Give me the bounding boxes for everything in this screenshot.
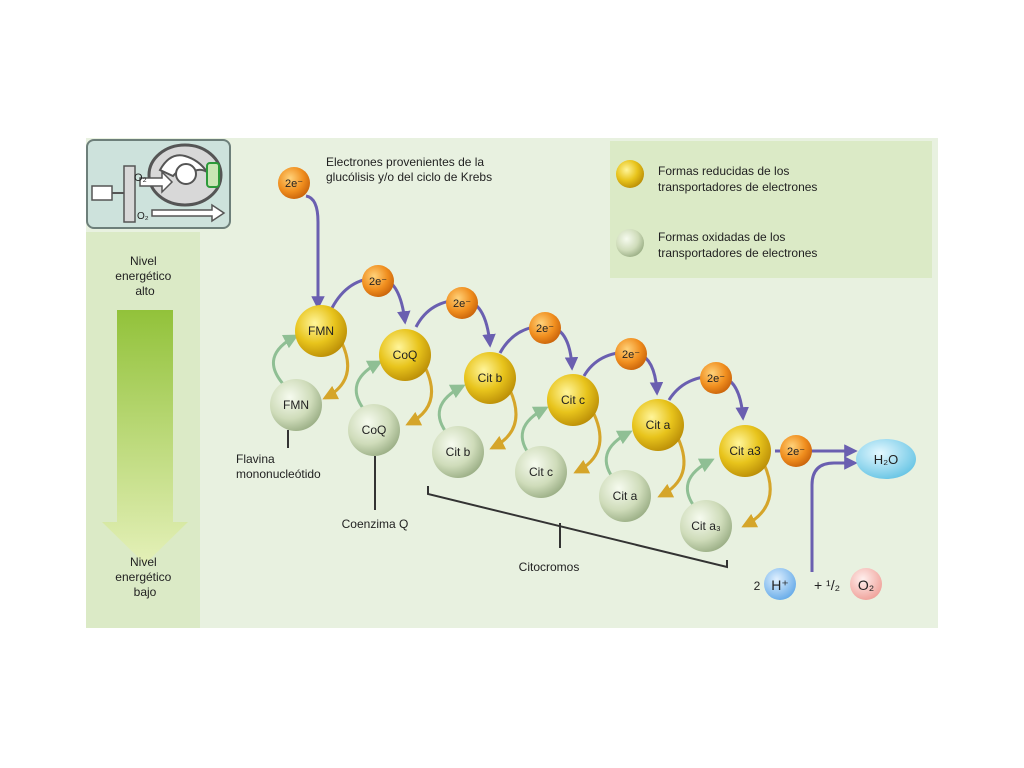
- reduced-label-citb: Cit b: [478, 371, 503, 385]
- electron-label-final: 2e⁻: [787, 446, 805, 458]
- electron-label-2: 2e⁻: [453, 298, 471, 310]
- redox-cycle-arrows: [272, 334, 772, 528]
- electron-label-1: 2e⁻: [369, 276, 387, 288]
- oxidized-carrier-coq: [348, 404, 400, 456]
- oxidize-arrow-cita: [657, 437, 686, 498]
- electron-badge-final: [780, 435, 812, 467]
- reduced-carrier-cita: [632, 399, 684, 451]
- reduced-label-cita3: Cit a3: [729, 444, 761, 458]
- energy-high-label: Nivel energético alto: [115, 254, 174, 298]
- reduce-arrow-coq: [354, 360, 383, 413]
- oxidize-arrow-citb: [489, 389, 518, 450]
- oxidized-carrier-cita3: [680, 500, 732, 552]
- oxidize-arrow-coq: [405, 366, 434, 426]
- oxidized-label-citc: Cit c: [529, 465, 553, 479]
- electron-badges: [278, 167, 812, 467]
- oxidized-carriers: [270, 379, 732, 552]
- oxidized-label-coq: CoQ: [362, 423, 387, 437]
- oxidized-label-cita: Cit a: [613, 489, 638, 503]
- oxidized-label-fmn: FMN: [283, 398, 309, 412]
- reduced-label-cita: Cit a: [646, 418, 671, 432]
- reduced-carriers: [295, 305, 771, 477]
- electron-badge-3: [529, 312, 561, 344]
- oxidized-label-citb: Cit b: [446, 445, 471, 459]
- proton-label: H⁺: [771, 577, 789, 593]
- water-product: [856, 439, 916, 479]
- intro-text: Electrones provenientes de la glucólisis…: [326, 155, 492, 184]
- callout-lines: [287, 430, 728, 569]
- electron-badge-4: [615, 338, 647, 370]
- electron-badge-initial: [278, 167, 310, 199]
- oxidize-arrow-fmn: [322, 340, 350, 400]
- electron-badge-1: [362, 265, 394, 297]
- reduced-carrier-cita3: [719, 425, 771, 477]
- electron-badge-2: [446, 287, 478, 319]
- legend-oxidized-label: Formas oxidadas de los transportadores d…: [658, 230, 817, 260]
- reduced-label-fmn: FMN: [308, 324, 334, 338]
- reduced-carrier-fmn: [295, 305, 347, 357]
- reduced-label-citc: Cit c: [561, 393, 585, 407]
- coq-callout: Coenzima Q: [342, 517, 409, 531]
- legend-oxidized-swatch: [616, 229, 644, 257]
- cytochromes-callout: Citocromos: [519, 560, 580, 574]
- legend-reduced-label: Formas reducidas de los transportadores …: [658, 164, 817, 194]
- oxygen-badge: [850, 568, 882, 600]
- proton-coefficient: 2: [754, 579, 761, 593]
- electron-badge-labels: 2e⁻ 2e⁻ 2e⁻ 2e⁻ 2e⁻ 2e⁻ 2e⁻: [285, 178, 805, 458]
- electron-badge-5: [700, 362, 732, 394]
- water-label: H₂O: [874, 452, 899, 467]
- electron-label-5: 2e⁻: [707, 373, 725, 385]
- substrate-arrow-to-water: [810, 456, 858, 572]
- energy-low-label: Nivel energético bajo: [115, 555, 174, 599]
- electron-label-3: 2e⁻: [536, 323, 554, 335]
- oxidize-arrow-citc: [573, 413, 602, 474]
- oxidized-label-cita3: Cit a₃: [691, 519, 721, 533]
- reduced-carrier-citb: [464, 352, 516, 404]
- oxidized-carrier-cita: [599, 470, 651, 522]
- mitochondrion-thumbnail: O₂ O₂: [86, 139, 231, 229]
- legend-reduced-swatch: [616, 160, 644, 188]
- legend-box: [610, 141, 932, 278]
- electron-label-initial: 2e⁻: [285, 178, 303, 190]
- half-coefficient: + ¹/₂: [814, 577, 840, 593]
- oxidized-carrier-citb: [432, 426, 484, 478]
- reduced-labels: FMN CoQ Cit b Cit c Cit a Cit a3: [308, 324, 761, 458]
- thumbnail-o2-label: O₂: [134, 172, 147, 184]
- oxidized-carrier-fmn: [270, 379, 322, 431]
- oxidized-carrier-citc: [515, 446, 567, 498]
- reduced-carrier-citc: [547, 374, 599, 426]
- initial-electron-arrow: [305, 194, 325, 310]
- oxidize-arrow-cita3: [741, 463, 772, 528]
- reduced-carrier-coq: [379, 329, 431, 381]
- energy-gradient-arrow: [102, 310, 188, 564]
- fmn-callout: Flavina mononucleótido: [236, 452, 321, 481]
- reduced-label-coq: CoQ: [393, 348, 418, 362]
- thumbnail-o2-crossed-label: O₂: [137, 211, 149, 222]
- reduce-arrow-fmn: [272, 334, 299, 387]
- proton-badge: [764, 568, 796, 600]
- electron-label-4: 2e⁻: [622, 349, 640, 361]
- oxygen-label: O₂: [858, 577, 874, 593]
- oxidized-labels: FMN CoQ Cit b Cit c Cit a Cit a₃: [283, 398, 721, 533]
